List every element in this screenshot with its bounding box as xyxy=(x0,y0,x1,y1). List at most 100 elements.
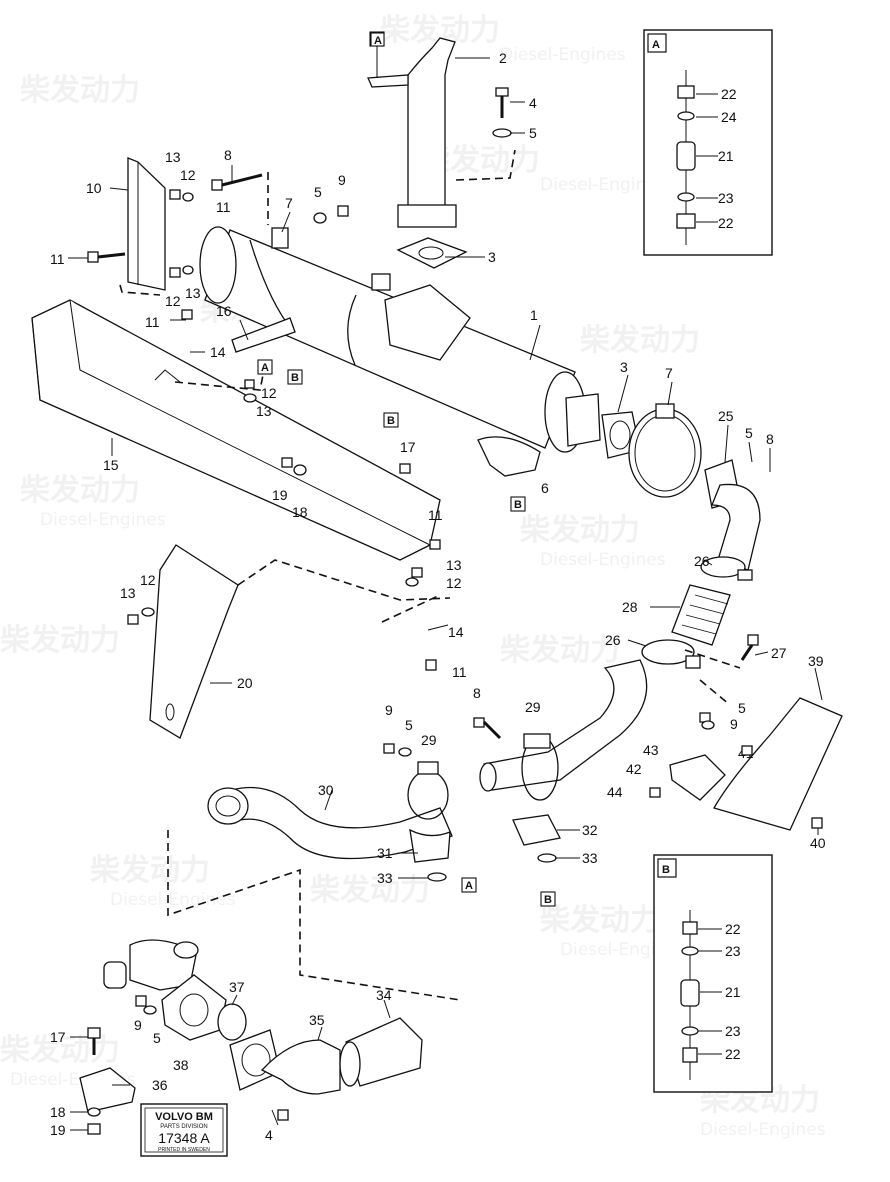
heat-shield-15 xyxy=(31,299,441,561)
clamp-7-right xyxy=(628,403,702,498)
clamp-29-right xyxy=(521,733,559,801)
svg-text:B: B xyxy=(387,415,395,427)
watermark-cn: 柴发动力 xyxy=(90,853,210,888)
callout-label: 8 xyxy=(473,685,481,701)
callout-label: 5 xyxy=(745,425,753,441)
plate-division: PARTS DIVISION xyxy=(160,1124,207,1130)
plate-brand: VOLVO BM xyxy=(155,1111,213,1123)
watermark-en: Diesel-Engines xyxy=(500,45,626,65)
callout-label: 22 xyxy=(725,1046,741,1062)
callout-label: 12 xyxy=(446,575,462,591)
callout-label: 40 xyxy=(810,835,826,851)
rubber-mount-icon xyxy=(676,141,696,171)
callout-label: 36 xyxy=(152,1077,168,1093)
watermark-cn: 柴发动力 xyxy=(0,623,120,658)
callout-label: 15 xyxy=(103,457,119,473)
washer-icon xyxy=(681,946,699,956)
nut-icon xyxy=(682,921,698,935)
watermark-cn: 柴发动力 xyxy=(310,873,430,908)
callout-label: 24 xyxy=(721,109,737,125)
callout-label: 1 xyxy=(530,307,538,323)
callout-label: 33 xyxy=(377,870,393,886)
watermark-en: Diesel-Engines xyxy=(700,1120,826,1140)
watermark-en: Diesel-Engines xyxy=(40,510,166,530)
callout-label: 5 xyxy=(153,1030,161,1046)
detail-b-panel: B 22 23 21 23 22 xyxy=(653,854,773,1093)
callout-label: 12 xyxy=(140,572,156,588)
callout-label: 22 xyxy=(725,921,741,937)
clamp-26-lower xyxy=(641,639,701,669)
callout-label: 19 xyxy=(50,1122,66,1138)
callout-label: 42 xyxy=(626,761,642,777)
ref-box: A A B B B A B xyxy=(257,32,556,907)
bolt-4-top xyxy=(492,87,512,138)
watermark-cn: 柴发动力 xyxy=(580,323,700,358)
plate-footer: PRINTED IN SWEDEN xyxy=(158,1147,210,1153)
callout-label: 5 xyxy=(314,184,322,200)
callout-label: 3 xyxy=(488,249,496,265)
callout-label: 7 xyxy=(665,365,673,381)
callout-label: 23 xyxy=(725,943,741,959)
callout-label: 23 xyxy=(725,1023,741,1039)
callout-numbers: 2 4 5 8 13 12 10 11 7 5 9 3 11 12 13 16 … xyxy=(50,50,826,1143)
callout-label: 5 xyxy=(529,125,537,141)
watermark-en: Diesel-Engines xyxy=(540,550,666,570)
bracket-32 xyxy=(512,814,561,863)
watermark-cn: 柴发动力 xyxy=(20,473,140,508)
pipe-30 xyxy=(207,786,453,860)
callout-label: 29 xyxy=(525,699,541,715)
callout-label: 29 xyxy=(421,732,437,748)
callout-label: 14 xyxy=(210,344,226,360)
callout-label: 38 xyxy=(173,1057,189,1073)
callout-label: 30 xyxy=(318,782,334,798)
callout-label: 11 xyxy=(50,251,65,267)
callout-label: 26 xyxy=(694,553,710,569)
svg-text:A: A xyxy=(465,880,473,892)
detail-a-letter: A xyxy=(652,39,660,51)
nut-icon xyxy=(682,1047,698,1063)
elbow-pipe-25 xyxy=(704,459,761,571)
svg-text:B: B xyxy=(291,372,299,384)
bracket-10 xyxy=(127,157,166,291)
callout-label: 31 xyxy=(377,845,393,861)
callout-label: 12 xyxy=(165,293,181,309)
plate-number: 17348 A xyxy=(158,1130,210,1146)
callout-label: 3 xyxy=(620,359,628,375)
leader-lines xyxy=(68,57,823,1131)
svg-text:A: A xyxy=(261,362,269,374)
callout-label: 35 xyxy=(309,1012,325,1028)
callout-label: 12 xyxy=(180,167,196,183)
callout-label: 13 xyxy=(165,149,181,165)
callout-label: 13 xyxy=(120,585,136,601)
heat-shield-39 xyxy=(713,697,843,831)
clamp-26-upper xyxy=(700,556,753,581)
callout-label: 18 xyxy=(292,504,308,520)
callout-label: 9 xyxy=(338,172,346,188)
svg-text:A: A xyxy=(374,35,382,47)
callout-label: 17 xyxy=(50,1029,66,1045)
watermark-en: Diesel-Engines xyxy=(110,890,236,910)
watermark-cn: 柴发动力 xyxy=(500,633,620,668)
callout-label: 9 xyxy=(730,716,738,732)
callout-label: 23 xyxy=(718,190,734,206)
parts-plate: VOLVO BM PARTS DIVISION 17348 A PRINTED … xyxy=(140,1103,228,1157)
callout-label: 22 xyxy=(721,86,737,102)
callout-label: 19 xyxy=(272,487,288,503)
callout-label: 10 xyxy=(86,180,102,196)
watermark-cn: 柴发动力 xyxy=(20,73,140,108)
callout-label: 11 xyxy=(452,664,467,680)
callout-label: 39 xyxy=(808,653,824,669)
callout-label: 21 xyxy=(718,148,734,164)
callout-label: 32 xyxy=(582,822,598,838)
detail-b-letter: B xyxy=(662,864,670,876)
callout-label: 11 xyxy=(145,314,160,330)
callout-label: 37 xyxy=(229,979,245,995)
callout-label: 4 xyxy=(265,1127,273,1143)
callout-label: 9 xyxy=(134,1017,142,1033)
callout-label: 34 xyxy=(376,987,392,1003)
watermark-cn: 柴发动力 xyxy=(540,903,660,938)
nut-icon xyxy=(677,85,695,99)
callout-label: 43 xyxy=(643,742,659,758)
lower-bent-pipe xyxy=(479,659,648,792)
